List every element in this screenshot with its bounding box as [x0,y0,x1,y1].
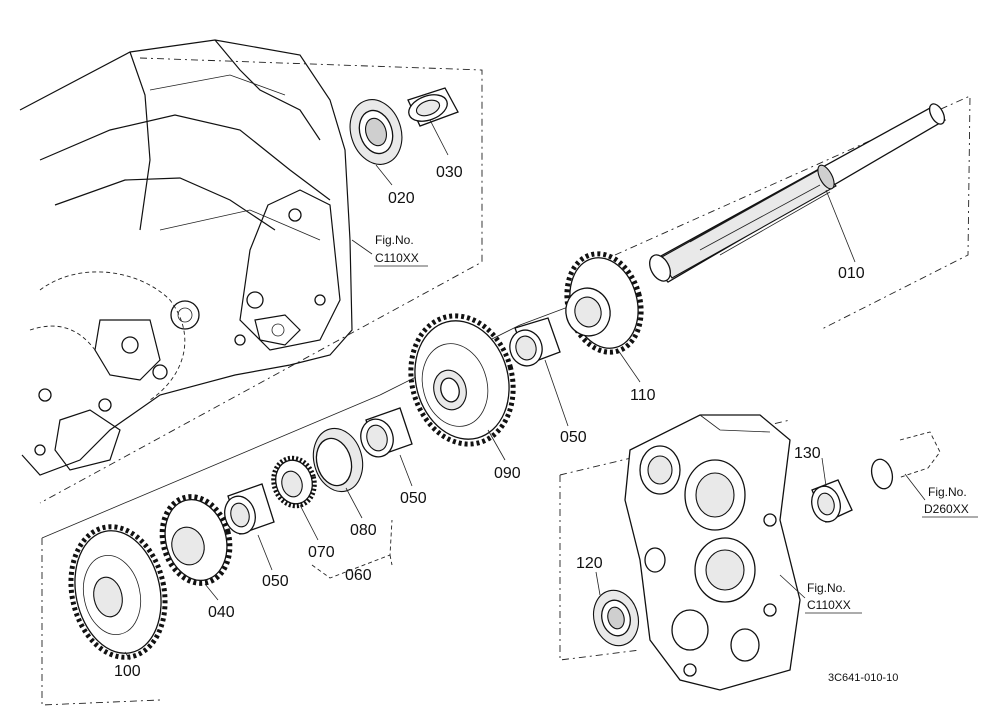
label-080: 080 [350,522,377,539]
label-020: 020 [388,190,415,207]
part-090-gear [408,313,516,447]
svg-text:Fig.No.: Fig.No. [807,581,846,595]
label-010: 010 [838,265,865,282]
label-120: 120 [576,555,603,572]
part-110-gear [564,251,644,355]
part-120-bearing [592,589,640,647]
part-020-bearing [349,99,403,165]
cover-housing [624,414,801,691]
label-050-center: 050 [400,490,427,507]
svg-text:D260XX: D260XX [924,502,969,516]
label-130: 130 [794,445,821,462]
boundary-line-upper [39,57,483,504]
svg-text:C110XX: C110XX [807,598,851,612]
part-050-bushing-mid [509,317,561,367]
part-130-collar [811,479,853,523]
label-040: 040 [208,604,235,621]
label-090: 090 [494,465,521,482]
part-050-bushing-lower [224,483,275,535]
part-010-shaft [648,103,947,283]
label-070: 070 [308,544,335,561]
part-030-collar [407,87,459,127]
label-110: 110 [630,387,656,404]
reference-coupler [870,431,941,490]
fig-ref-housing: Fig.No. C110XX [374,233,428,267]
svg-text:Fig.No.: Fig.No. [928,485,967,499]
part-070-hub [271,455,317,509]
fig-ref-coupler: Fig.No. D260XX [922,485,978,518]
svg-text:C110XX: C110XX [375,251,419,265]
label-050-mid: 050 [560,429,587,446]
fig-ref-cover: Fig.No. C110XX [805,581,862,614]
shaft-envelope [614,95,971,331]
transmission-housing [19,39,353,476]
svg-text:Fig.No.: Fig.No. [375,233,414,247]
part-100-gear [68,524,168,660]
label-060: 060 [345,567,372,584]
label-100: 100 [114,663,141,680]
cover-envelope [559,419,791,661]
part-040-gear [159,494,233,586]
label-050-lower: 050 [262,573,289,590]
group-060-bracket [311,519,393,579]
part-050-bushing-center [360,407,413,458]
drawing-code: 3C641-010-10 [828,672,898,684]
part-080-ring [312,427,364,493]
label-030: 030 [436,164,463,181]
boundary-line-lower [41,538,161,706]
